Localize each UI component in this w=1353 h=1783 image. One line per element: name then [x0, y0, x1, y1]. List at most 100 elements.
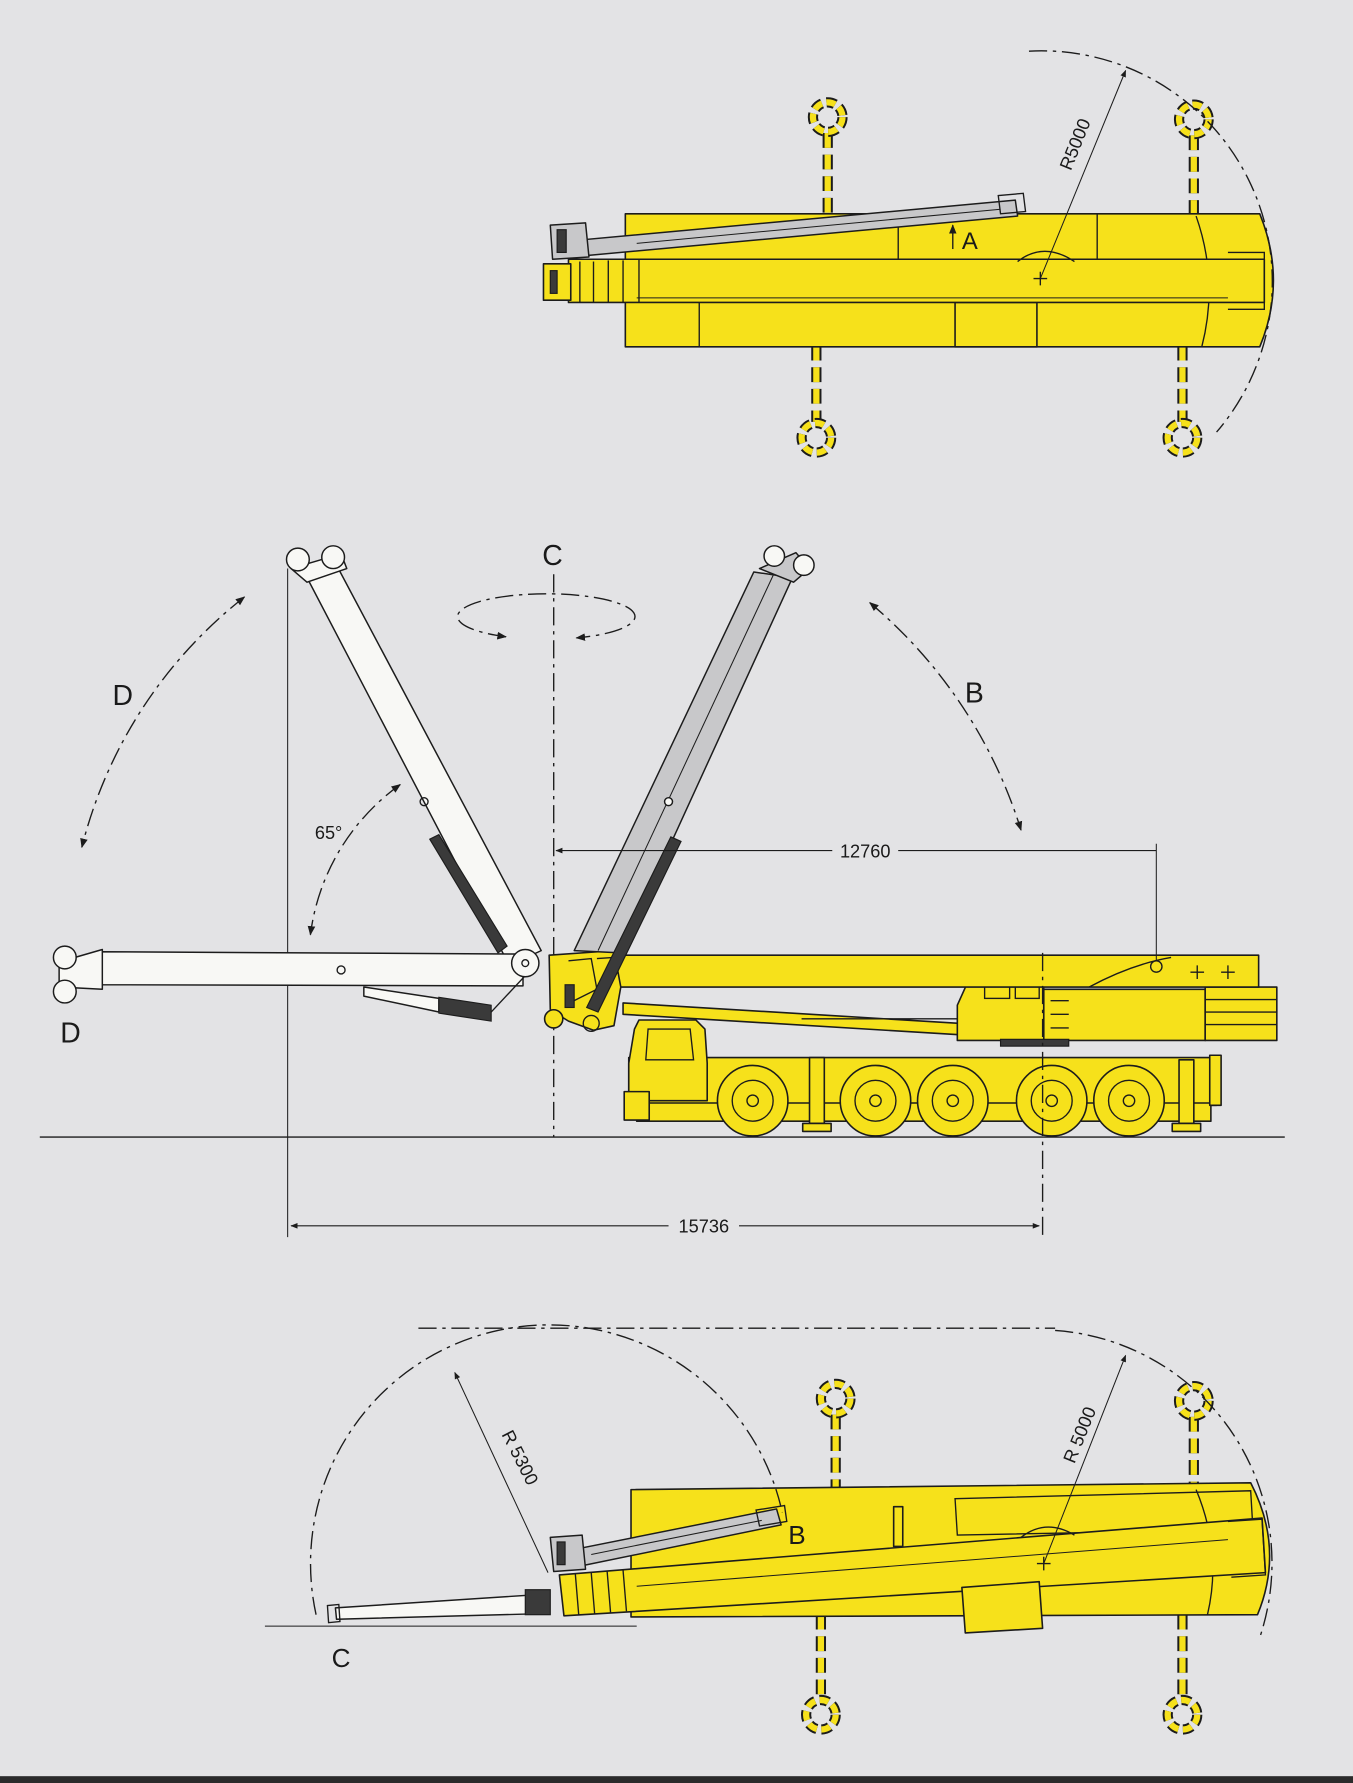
jib-head-sheave: [52, 945, 77, 970]
jib-cylinder-link: [490, 975, 526, 1013]
telescope-joint: [590, 1572, 596, 1614]
wheel-rim: [731, 1079, 774, 1122]
wheels: [716, 1064, 1166, 1137]
boom-telescopic-sections: [574, 1570, 628, 1615]
jib-pin: [336, 965, 346, 975]
boom-head-block: [564, 984, 575, 1009]
boom-arrow-label: A: [962, 228, 978, 255]
outriggers-bottom-view: [800, 1378, 1214, 1735]
jib-pin: [419, 797, 429, 807]
angle-label: 65°: [315, 823, 343, 843]
outrigger-pad: [1164, 419, 1201, 456]
main-boom: [613, 954, 1260, 988]
radius-line-top: [1039, 69, 1127, 279]
jib-position-d-raised: [285, 545, 542, 967]
slewing-radius-arc-bottom: [1055, 1329, 1273, 1638]
wheel-rim: [854, 1079, 897, 1122]
slewing-axis-label: C: [542, 540, 563, 572]
jib-head-sheave: [792, 554, 815, 577]
jib-luffing-cylinder: [428, 833, 508, 954]
arc-b-label: B: [965, 678, 984, 710]
outrigger-pad: [817, 1380, 854, 1417]
slewing-center-mark: [1033, 271, 1048, 286]
bottom-plan-view: R 5300 R 5000 B C: [264, 1324, 1273, 1735]
jib-lattice-line: [636, 208, 1001, 244]
outrigger-pad: [1164, 1696, 1201, 1733]
counterweight: [1204, 986, 1278, 1042]
jib-tip-label: D: [60, 1018, 81, 1050]
jib-head-sheave: [285, 547, 310, 572]
side-elevation-view: C: [39, 540, 1285, 1240]
jib-head-detail: [556, 229, 567, 254]
access-steps: [1050, 999, 1069, 1029]
jib-head-top: [549, 222, 590, 261]
bottom-edge-strip: [0, 1776, 1353, 1783]
main-boom-top: [567, 258, 1266, 304]
jib-head-sheave: [52, 979, 77, 1004]
operator-cab-top: [954, 301, 1038, 348]
jib-head-detail: [556, 1541, 566, 1566]
wheel: [839, 1064, 912, 1137]
outrigger-jack-pad: [1171, 1122, 1202, 1133]
front-bumper: [623, 1090, 651, 1121]
arc-d: [80, 596, 246, 849]
angle-arc: [307, 784, 401, 936]
boom-foot-bottom: [1227, 1518, 1267, 1578]
turntable-ring: [1020, 1526, 1075, 1538]
wheel-rim: [1107, 1079, 1151, 1122]
boom-head-sheave: [543, 1008, 564, 1029]
wheel: [716, 1064, 789, 1137]
outrigger-pad: [798, 419, 835, 456]
jib-head-bottom: [549, 1534, 587, 1573]
wheel: [916, 1064, 989, 1137]
jib-b-label: B: [788, 1520, 805, 1550]
outriggers-top-view: [796, 97, 1214, 458]
jib-pivot-pin: [521, 959, 530, 968]
jib-lattice-line: [591, 1519, 762, 1555]
operator-cab-bottom: [961, 1580, 1044, 1634]
upper-dimension-value: 12760: [840, 841, 891, 861]
boom-foot-bracket: [1088, 956, 1172, 988]
arc-b: [869, 602, 1023, 832]
slewing-radius-arc-top: [1028, 50, 1273, 433]
wheel: [1015, 1064, 1088, 1137]
wheel-rim: [1030, 1079, 1073, 1122]
rear-bumper: [1208, 1054, 1222, 1107]
superstructure-body: [1042, 988, 1206, 1042]
outrigger-pad: [809, 99, 846, 136]
boom-plus-marks: [1190, 965, 1235, 980]
wheel-hub: [946, 1094, 960, 1108]
jib-tip-top: [997, 192, 1027, 215]
boom-foot-top: [1227, 251, 1265, 310]
counterweight-plates: [1205, 998, 1277, 1026]
lower-dimension-value: 15736: [679, 1217, 730, 1237]
outrigger-pad: [802, 1696, 839, 1733]
turntable-ring: [1017, 250, 1075, 263]
jib-connection-block: [524, 1589, 551, 1616]
jib-head-sheave: [763, 545, 786, 568]
driver-cab-window: [645, 1028, 695, 1061]
jib-lattice-line: [597, 575, 774, 951]
boom-head-sheave: [582, 1014, 600, 1033]
outrigger-jack: [808, 1056, 826, 1125]
outrigger-jack-pad: [801, 1122, 832, 1133]
truck-carrier: [623, 1019, 1222, 1137]
wheel-hub: [746, 1094, 760, 1108]
wheel-rim: [931, 1079, 974, 1122]
jib-pin: [663, 796, 674, 807]
jib-luffing-cylinder: [585, 836, 682, 1013]
arc-d-label: D: [113, 680, 134, 712]
boom-telescopic-sections: [579, 259, 640, 303]
jib-tip-bracket: [755, 1504, 788, 1527]
jib-position-b: [573, 545, 815, 1013]
wheel-hub: [1045, 1094, 1059, 1108]
jib-position-d-horizontal: [52, 945, 526, 1022]
wheel-hub: [869, 1094, 882, 1108]
jib-head-sheave: [321, 545, 346, 570]
jib-c-label: C: [332, 1643, 351, 1673]
turntable-base: [999, 1038, 1070, 1047]
boom-center-line: [636, 1539, 1228, 1587]
boom-head-detail: [549, 270, 558, 294]
jib-radius-line: [454, 1371, 549, 1573]
